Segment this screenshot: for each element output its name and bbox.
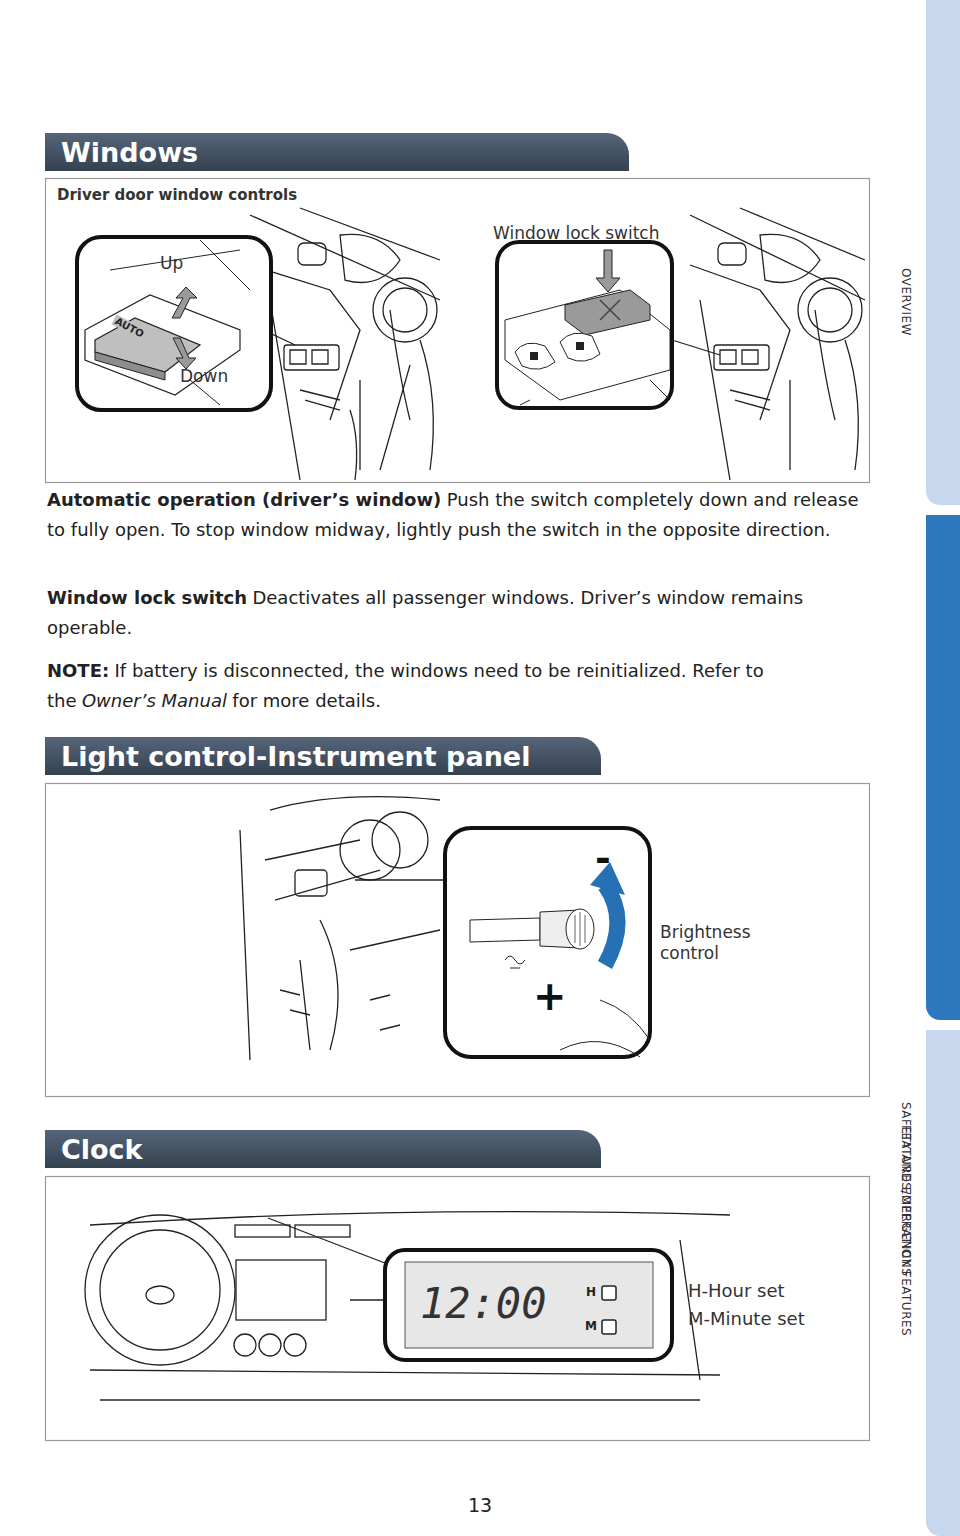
side-tab-label: OVERVIEW [898, 268, 914, 336]
console-drawing [85, 1212, 730, 1400]
brightness-dial-drawing [470, 862, 650, 1057]
callout-label: Down [180, 366, 228, 386]
body-paragraph: Window lock switchDeactivates all passen… [47, 583, 869, 643]
paragraph-heading: Window lock switch [47, 587, 247, 608]
page-number: 13 [468, 1494, 492, 1516]
section-title: Clock [61, 1134, 143, 1165]
switch-inset [497, 242, 672, 408]
note-heading: NOTE: [47, 660, 109, 681]
paragraph-heading: Automatic operation (driver’s window) [47, 489, 441, 510]
panel-frame [46, 179, 870, 483]
callout-label: Brightness control [660, 922, 770, 964]
minute-button [602, 1320, 616, 1334]
panel-frame [46, 784, 870, 1097]
minus-sign: - [595, 838, 611, 878]
panel-caption: Driver door window controls [57, 186, 297, 204]
side-tab-label: SAFETY AND EMERGENCY FEATURES [898, 1102, 914, 1336]
section-title: Light control-Instrument panel [61, 741, 530, 772]
section-tab: Windows [45, 133, 629, 171]
dial-inset [445, 828, 650, 1057]
button-letter: H [586, 1285, 596, 1299]
callout-label: Up [160, 253, 183, 273]
legend-text: M-Minute set [688, 1308, 805, 1329]
door-interior-drawing [250, 208, 440, 480]
section-tab: Clock [45, 1130, 601, 1168]
side-tab: FEATURES/OPERATIONS [926, 515, 960, 1020]
leader-line [268, 1218, 390, 1265]
lock-switch-drawing [505, 250, 670, 405]
side-tab: SAFETY AND EMERGENCY FEATURES [926, 1030, 960, 1536]
legend-text: H-Hour set [688, 1280, 785, 1301]
note-body: Owner’s Manual [82, 690, 227, 711]
door-interior-drawing [690, 208, 865, 480]
button-letter: M [585, 1319, 597, 1333]
note-body: for more details. [232, 690, 381, 711]
dashboard-drawing [240, 797, 440, 1060]
clock-inset [385, 1250, 672, 1360]
body-paragraph: NOTE:If battery is disconnected, the win… [47, 656, 869, 716]
hour-button [602, 1286, 616, 1300]
section-tab: Light control-Instrument panel [45, 737, 601, 775]
body-paragraph: Automatic operation (driver’s window)Pus… [47, 485, 869, 545]
clock-display [405, 1262, 653, 1348]
window-switch-drawing [85, 240, 250, 405]
switch-inset [77, 237, 271, 410]
callout-label: Window lock switch [493, 223, 659, 243]
panel-frame [46, 1177, 870, 1441]
leader-line [355, 879, 450, 880]
clock-digits: 12:00 [420, 1281, 546, 1327]
section-title: Windows [61, 137, 198, 168]
plus-sign: + [533, 975, 567, 1017]
side-tab: OVERVIEW [926, 0, 960, 505]
